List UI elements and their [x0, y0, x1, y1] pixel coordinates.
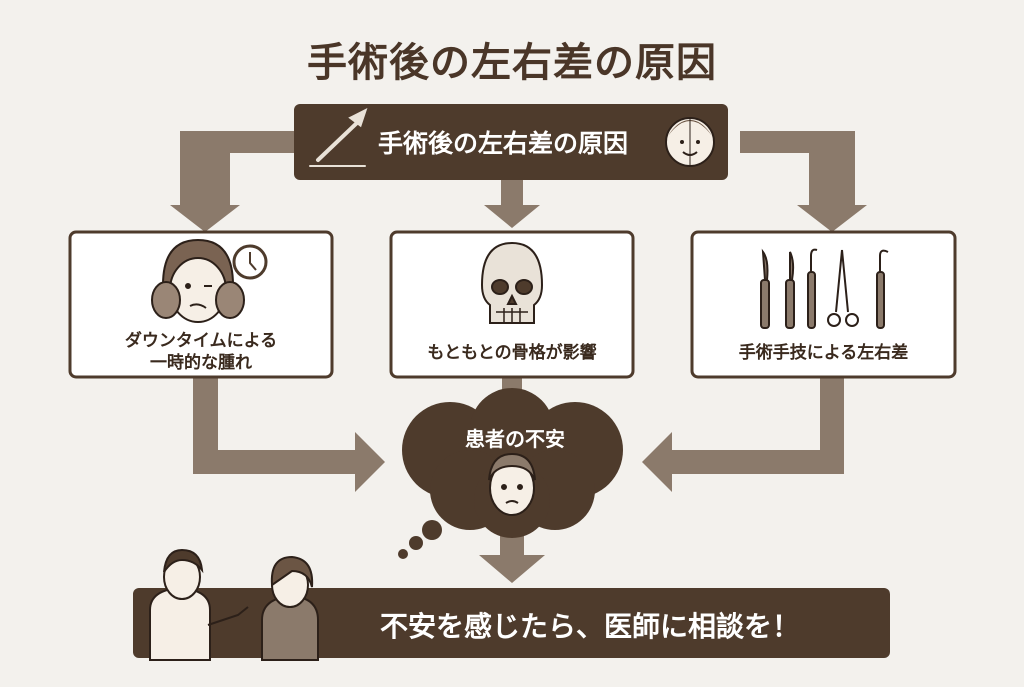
- cause-label-line2: 一時的な腫れ: [150, 353, 252, 373]
- arrow-anxiety-to-advice: [479, 525, 545, 583]
- swollen-face-icon: [151, 238, 245, 323]
- header-bar: [294, 104, 728, 180]
- arrow-to-technique: [740, 131, 867, 232]
- clock-icon: [232, 244, 268, 280]
- surgical-instruments-icon: [760, 248, 889, 329]
- skull-icon: [480, 241, 544, 324]
- flow-arrows: [170, 131, 867, 583]
- scalpel-icon: [309, 108, 368, 167]
- face-icon: [665, 117, 715, 167]
- cause-label-technique: 手術手技による左右差: [738, 343, 909, 363]
- doctor-icon: [149, 548, 249, 661]
- cause-box-technique: [690, 230, 957, 379]
- cause-label-downtime: ダウンタイムによる 一時的な腫れ: [70, 330, 332, 374]
- arrow-to-downtime: [170, 131, 294, 232]
- cause-label-skeleton: もともとの骨格が影響: [427, 343, 597, 363]
- advice-label: 不安を感じたら、医師に相談を！: [380, 610, 801, 643]
- patient-icon: [261, 555, 319, 661]
- arrow-to-skeleton: [484, 180, 540, 228]
- arrow-technique-to-anxiety: [642, 377, 844, 492]
- advice-bar: [133, 588, 890, 658]
- cause-label-line1: ダウンタイムによる: [124, 331, 278, 351]
- worried-face-icon: [488, 452, 536, 516]
- arrow-downtime-to-anxiety: [193, 377, 385, 492]
- header-label: 手術後の左右差の原因: [378, 129, 629, 158]
- anxiety-label: 患者の不安: [465, 427, 565, 451]
- page-title: 手術後の左右差の原因: [307, 40, 717, 86]
